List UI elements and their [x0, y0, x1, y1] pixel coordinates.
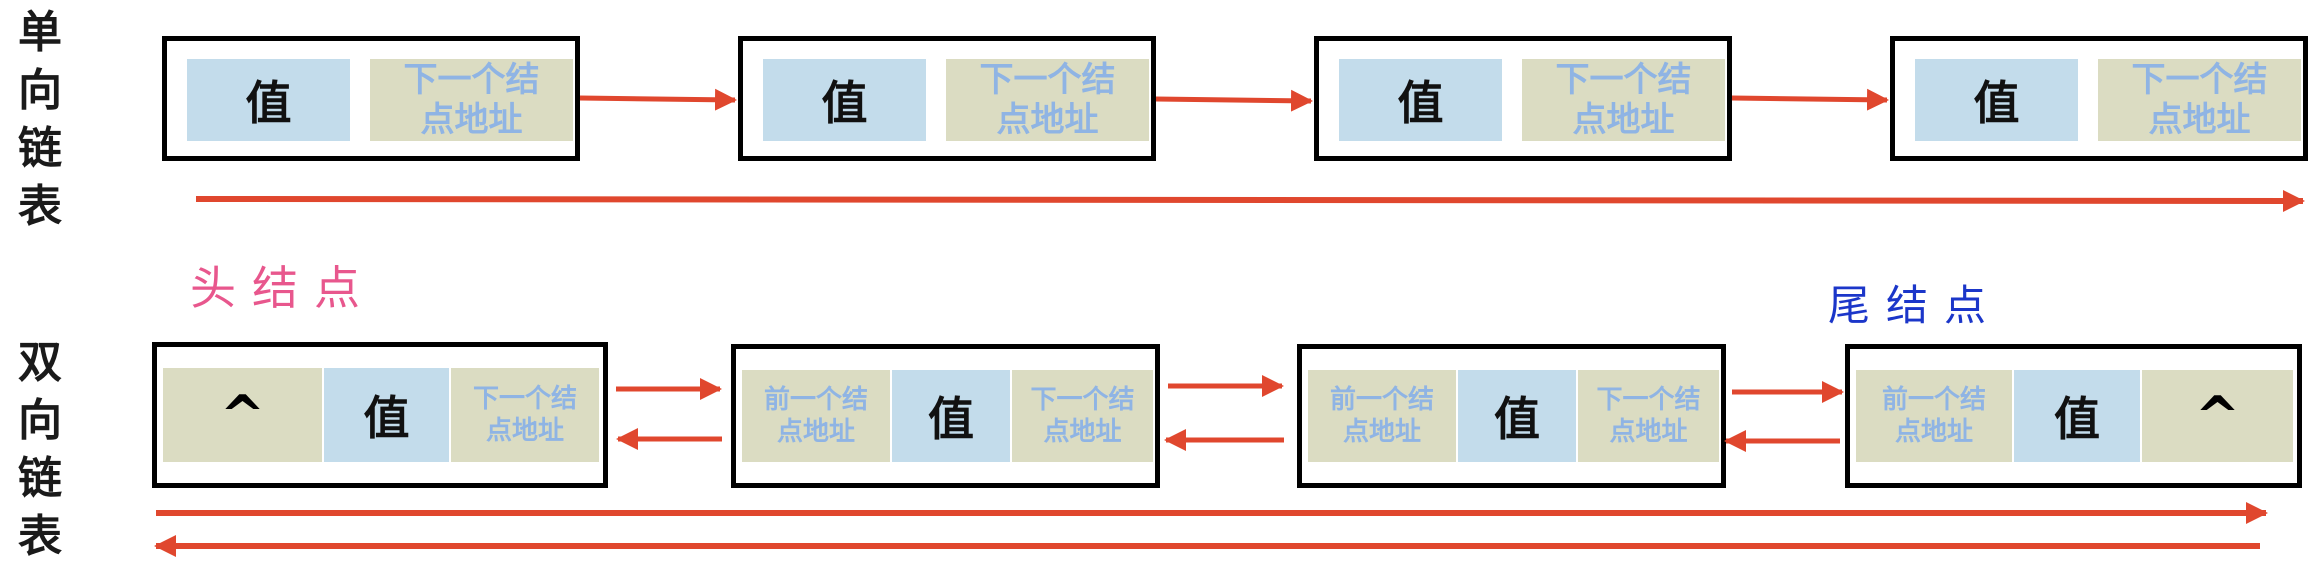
doubly-head-node: ^ 值 下一个结点地址 [152, 342, 608, 488]
singly-node-4: 值 下一个结点地址 [1890, 36, 2308, 161]
addr-line: 下一个结 [403, 60, 540, 100]
tail-node-label: 尾结点 [1828, 281, 2003, 330]
traversal-direction-arrow [195, 189, 2305, 212]
prev-address-cell: 前一个结点地址 [1856, 370, 2012, 462]
null-next-pointer: ^ [2142, 370, 2293, 462]
addr-line: 点地址 [1894, 417, 1973, 447]
value-cell: 值 [187, 59, 350, 141]
singly-label-char: 表 [18, 181, 62, 232]
prev-address-cell: 前一个结点地址 [1308, 370, 1456, 462]
addr-line: 前一个结 [1329, 385, 1434, 415]
singly-node-3: 值 下一个结点地址 [1314, 36, 1732, 161]
singly-node-1: 值 下一个结点地址 [162, 36, 580, 161]
addr-line: 下一个结 [1596, 385, 1701, 415]
next-address-cell: 下一个结点地址 [370, 59, 573, 141]
doubly-tail-node: 前一个结点地址 值 ^ [1845, 344, 2302, 488]
doubly-label-char: 链 [18, 453, 62, 504]
singly-label-char: 单 [18, 7, 62, 58]
addr-line: 点地址 [1609, 417, 1688, 447]
value-cell: 值 [1458, 370, 1576, 462]
doubly-label-char: 表 [18, 511, 62, 562]
addr-line: 点地址 [485, 416, 564, 446]
singly-label-char: 向 [18, 65, 62, 116]
next-arrow [1731, 88, 1889, 111]
value-cell: 值 [763, 59, 926, 141]
singly-linked-list-label: 单 向 链 表 [10, 4, 70, 236]
next-address-cell: 下一个结点地址 [1578, 370, 1719, 462]
addr-line: 点地址 [1342, 417, 1421, 447]
prev-address-cell: 前一个结点地址 [742, 370, 890, 462]
addr-line: 前一个结 [763, 385, 868, 415]
value-cell: 值 [892, 370, 1010, 462]
next-address-cell: 下一个结点地址 [1012, 370, 1153, 462]
addr-line: 点地址 [1043, 417, 1122, 447]
next-arrow [1155, 89, 1313, 112]
addr-line: 下一个结 [1030, 385, 1135, 415]
value-cell: 值 [2014, 370, 2140, 462]
null-prev-pointer: ^ [163, 368, 322, 462]
addr-line: 下一个结 [472, 384, 577, 414]
next-address-cell: 下一个结点地址 [451, 368, 599, 462]
addr-line: 下一个结 [1555, 60, 1692, 100]
singly-node-2: 值 下一个结点地址 [738, 36, 1156, 161]
doubly-middle-node-2: 前一个结点地址 值 下一个结点地址 [1297, 344, 1726, 488]
value-cell: 值 [1339, 59, 1502, 141]
value-cell: 值 [324, 368, 449, 462]
addr-line: 前一个结 [1881, 385, 1986, 415]
addr-line: 点地址 [996, 100, 1099, 140]
addr-line: 下一个结 [979, 60, 1116, 100]
addr-line: 点地址 [420, 100, 523, 140]
addr-line: 下一个结 [2131, 60, 2268, 100]
doubly-linked-list-label: 双 向 链 表 [10, 334, 70, 566]
doubly-label-char: 双 [18, 337, 62, 388]
singly-label-char: 链 [18, 123, 62, 174]
next-arrow [579, 88, 737, 111]
next-address-cell: 下一个结点地址 [946, 59, 1149, 141]
doubly-label-char: 向 [18, 395, 62, 446]
value-cell: 值 [1915, 59, 2078, 141]
addr-line: 点地址 [776, 417, 855, 447]
doubly-middle-node-1: 前一个结点地址 值 下一个结点地址 [731, 344, 1160, 488]
next-address-cell: 下一个结点地址 [2098, 59, 2301, 141]
addr-line: 点地址 [2148, 100, 2251, 140]
addr-line: 点地址 [1572, 100, 1675, 140]
head-node-label: 头结点 [190, 261, 376, 315]
next-address-cell: 下一个结点地址 [1522, 59, 1725, 141]
